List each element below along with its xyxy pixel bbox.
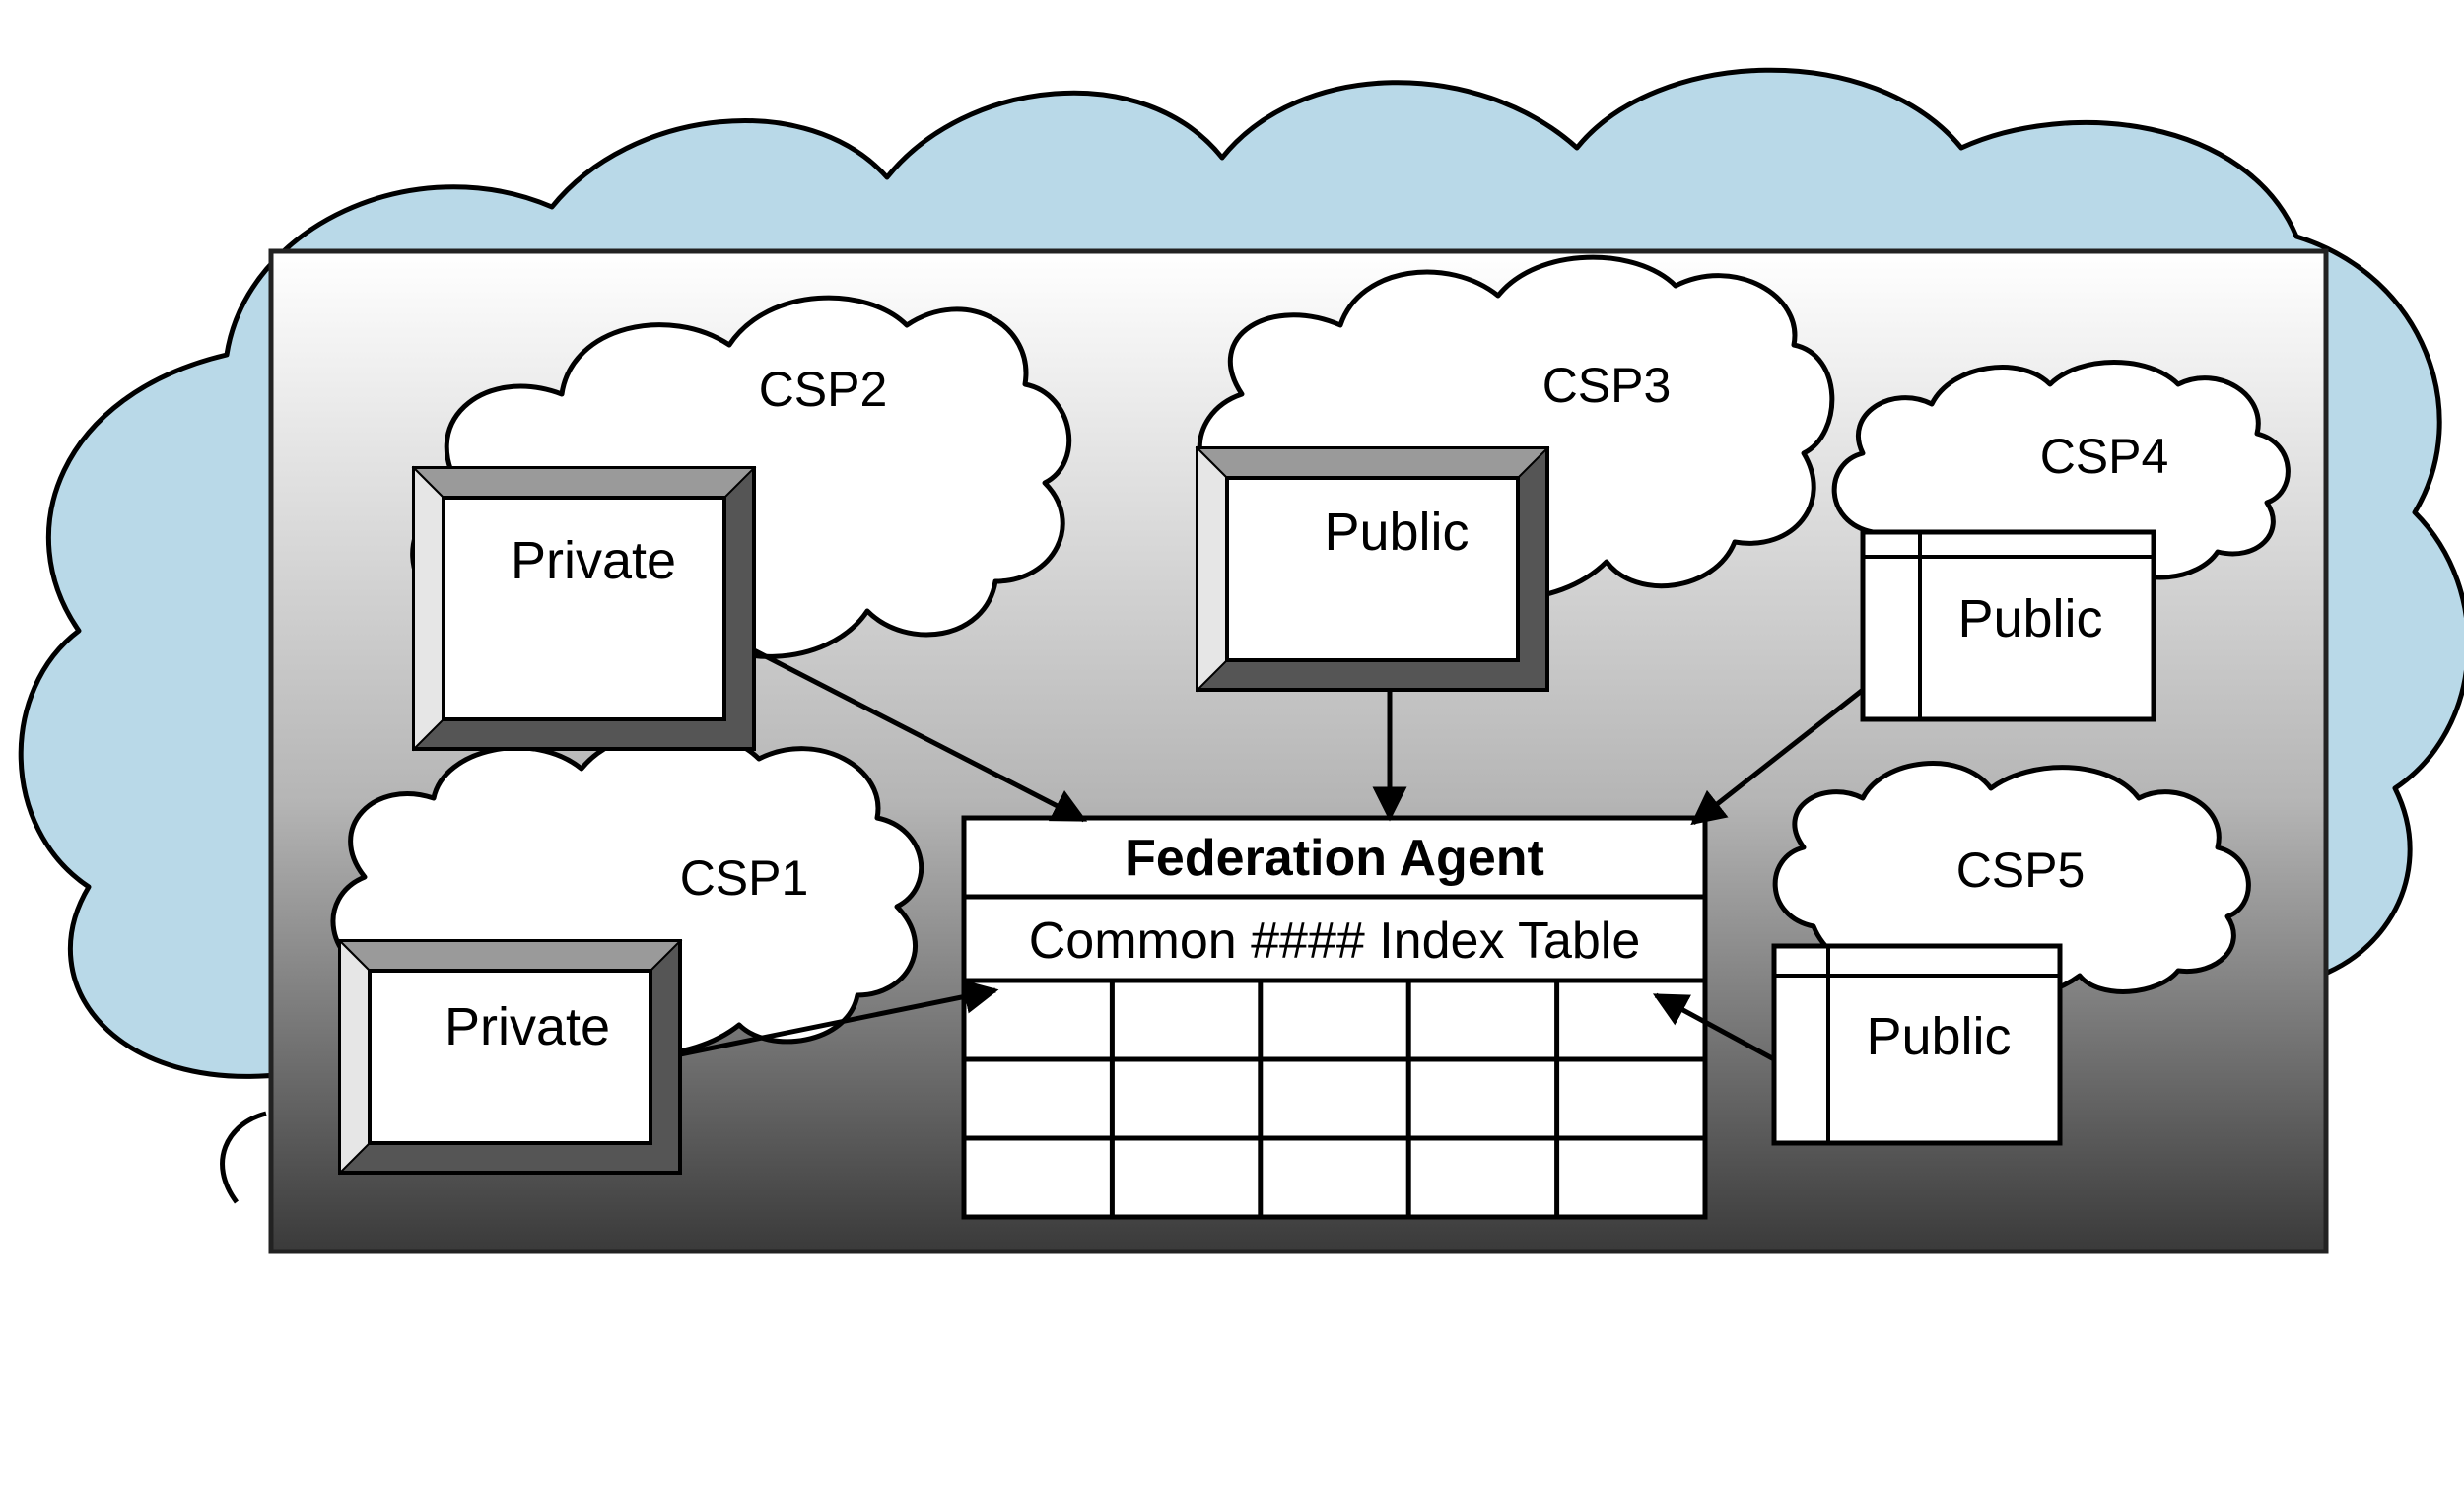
csp5-label: CSP5 [1956,843,2086,898]
index-table-title: Common #### Index Table [1029,913,1641,970]
csp5-public-box [1771,943,2063,1146]
csp1-label: CSP1 [680,850,809,906]
csp4-public-box [1860,529,2156,722]
edge-csp2-agent [752,647,1088,823]
csp4-label: CSP4 [2040,429,2169,484]
csp2-label: CSP2 [759,362,888,417]
csp1-type-label: Private [445,997,610,1056]
csp2-private-box [411,465,757,752]
federation-agent-title: Federation Agent [1125,830,1544,887]
edge-csp5-agent [1652,992,1776,1062]
csp3-public-box [1195,445,1550,693]
edge-csp1-agent [679,980,999,1057]
csp3-label: CSP3 [1542,358,1672,413]
edge-csp4-agent [1690,688,1865,826]
csp5-type-label: Public [1866,1007,2011,1066]
federation-agent: Federation Agent Common #### Index Table [961,815,1708,1220]
csp3-type-label: Public [1324,503,1469,562]
edges [679,647,1865,1062]
index-table-grid [964,981,1705,1217]
csp2-type-label: Private [511,531,676,590]
csp4-type-label: Public [1957,589,2102,648]
csp1-private-box [337,938,683,1176]
